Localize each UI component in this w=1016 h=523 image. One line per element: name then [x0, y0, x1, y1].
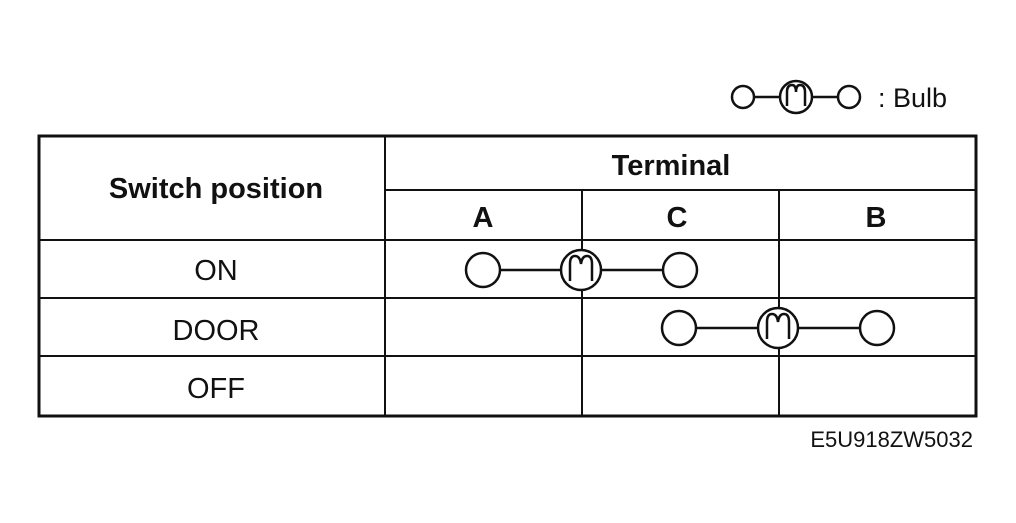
header-switch-position: Switch position — [109, 173, 323, 205]
header-terminal: Terminal — [612, 150, 731, 182]
door-row-connection — [660, 306, 896, 350]
legend-label: : Bulb — [878, 83, 947, 113]
terminal-node-c — [661, 251, 699, 289]
terminal-label-c: C — [667, 202, 688, 234]
terminal-node-c — [660, 309, 698, 347]
row-label-on: ON — [194, 255, 238, 287]
figure-code: E5U918ZW5032 — [810, 427, 973, 452]
terminal-node-a — [464, 251, 502, 289]
terminal-label-b: B — [866, 202, 887, 234]
bulb-icon — [559, 248, 603, 292]
legend: : Bulb — [730, 79, 947, 115]
row-label-door: DOOR — [173, 315, 260, 347]
on-row-connection — [464, 248, 699, 292]
terminal-node-b — [858, 309, 896, 347]
table-grid — [37, 134, 978, 418]
terminal-label-a: A — [473, 202, 494, 234]
bulb-icon — [756, 306, 800, 350]
row-label-off: OFF — [187, 373, 245, 405]
bulb-symbol-icon — [730, 79, 862, 115]
